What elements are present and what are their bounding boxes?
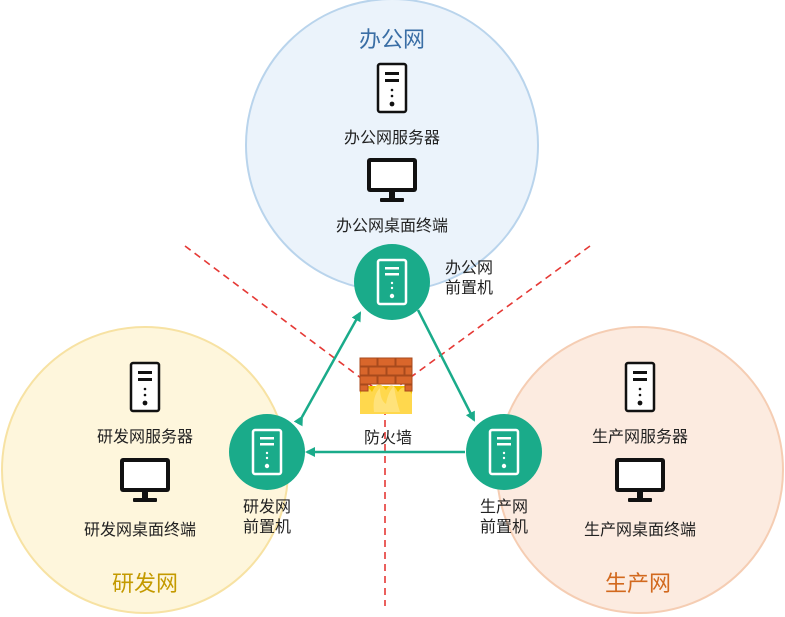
office-gateway-label-line2: 前置机 [445,278,494,297]
office-gateway-label-line1: 办公网 [445,258,494,277]
office-gateway-label: 办公网 前置机 [445,258,493,298]
office-desktop-label: 办公网桌面终端 [335,216,449,235]
production-gateway-label: 生产网 前置机 [480,497,528,537]
production-desktop-label: 生产网桌面终端 [583,520,697,539]
rnd-server-icon [129,361,161,413]
office-zone-title: 办公网 [358,28,426,53]
production-server-label: 生产网服务器 [591,427,689,446]
rnd-server-label: 研发网服务器 [96,427,194,446]
production-server-icon [624,361,656,413]
production-gateway-label-line1: 生产网 [479,497,529,516]
office-server-label: 办公网服务器 [343,128,441,147]
office-server-icon [376,62,408,114]
firewall-label: 防火墙 [363,428,413,447]
rnd-zone-title: 研发网 [111,572,179,597]
rnd-desktop-label: 研发网桌面终端 [83,520,197,539]
rnd-gateway-label-line1: 研发网 [242,497,292,516]
rnd-gateway-label-line2: 前置机 [242,517,292,536]
production-gateway-label-line2: 前置机 [479,517,529,536]
production-zone-title: 生产网 [604,572,672,597]
arrow-office-to-production [416,309,476,422]
rnd-gateway-label: 研发网 前置机 [243,497,291,537]
data-flow-arrows [293,309,476,457]
arrow-office-rnd [293,311,362,427]
firewall-icon [359,357,413,414]
